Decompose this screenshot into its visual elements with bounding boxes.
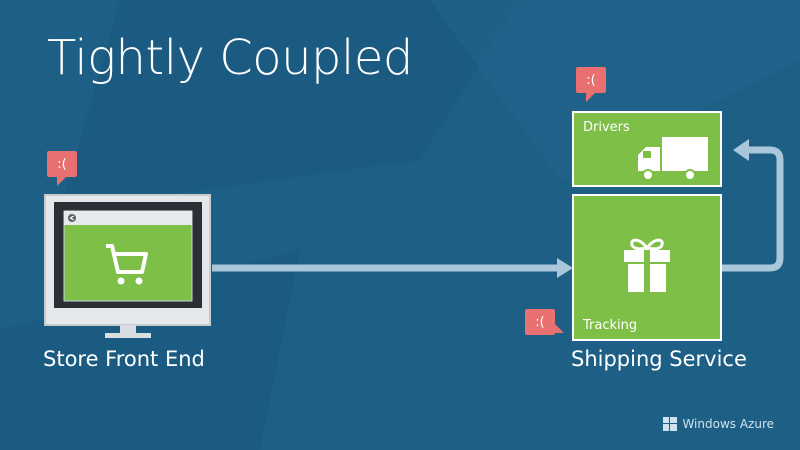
brand-text: Windows Azure xyxy=(682,417,774,431)
monitor-illustration xyxy=(44,194,211,338)
drivers-sad-badge: :( xyxy=(576,67,606,102)
store-sad-badge: :( xyxy=(47,151,77,186)
drivers-label: Drivers xyxy=(583,120,630,135)
slide-title: Tightly Coupled xyxy=(47,30,413,86)
tracking-to-drivers-arrow xyxy=(722,139,784,272)
browser-toolbar xyxy=(64,211,192,225)
truck-icon xyxy=(638,137,708,181)
drivers-tile: Drivers xyxy=(572,111,722,187)
tracking-sad-badge: :( xyxy=(525,309,564,335)
monitor-neck xyxy=(120,325,136,335)
back-arrow-icon xyxy=(68,214,76,222)
windows-azure-brand: Windows Azure xyxy=(663,417,774,431)
gift-icon xyxy=(624,238,670,292)
store-front-end-label: Store Front End xyxy=(43,347,205,371)
tracking-tile: Tracking xyxy=(572,194,722,341)
tracking-label: Tracking xyxy=(583,318,638,333)
shipping-service-label: Shipping Service xyxy=(571,347,747,371)
cart-icon xyxy=(106,244,148,285)
monitor-stand xyxy=(105,333,151,338)
windows-logo-icon xyxy=(663,417,678,431)
store-to-shipping-arrow xyxy=(212,258,573,278)
